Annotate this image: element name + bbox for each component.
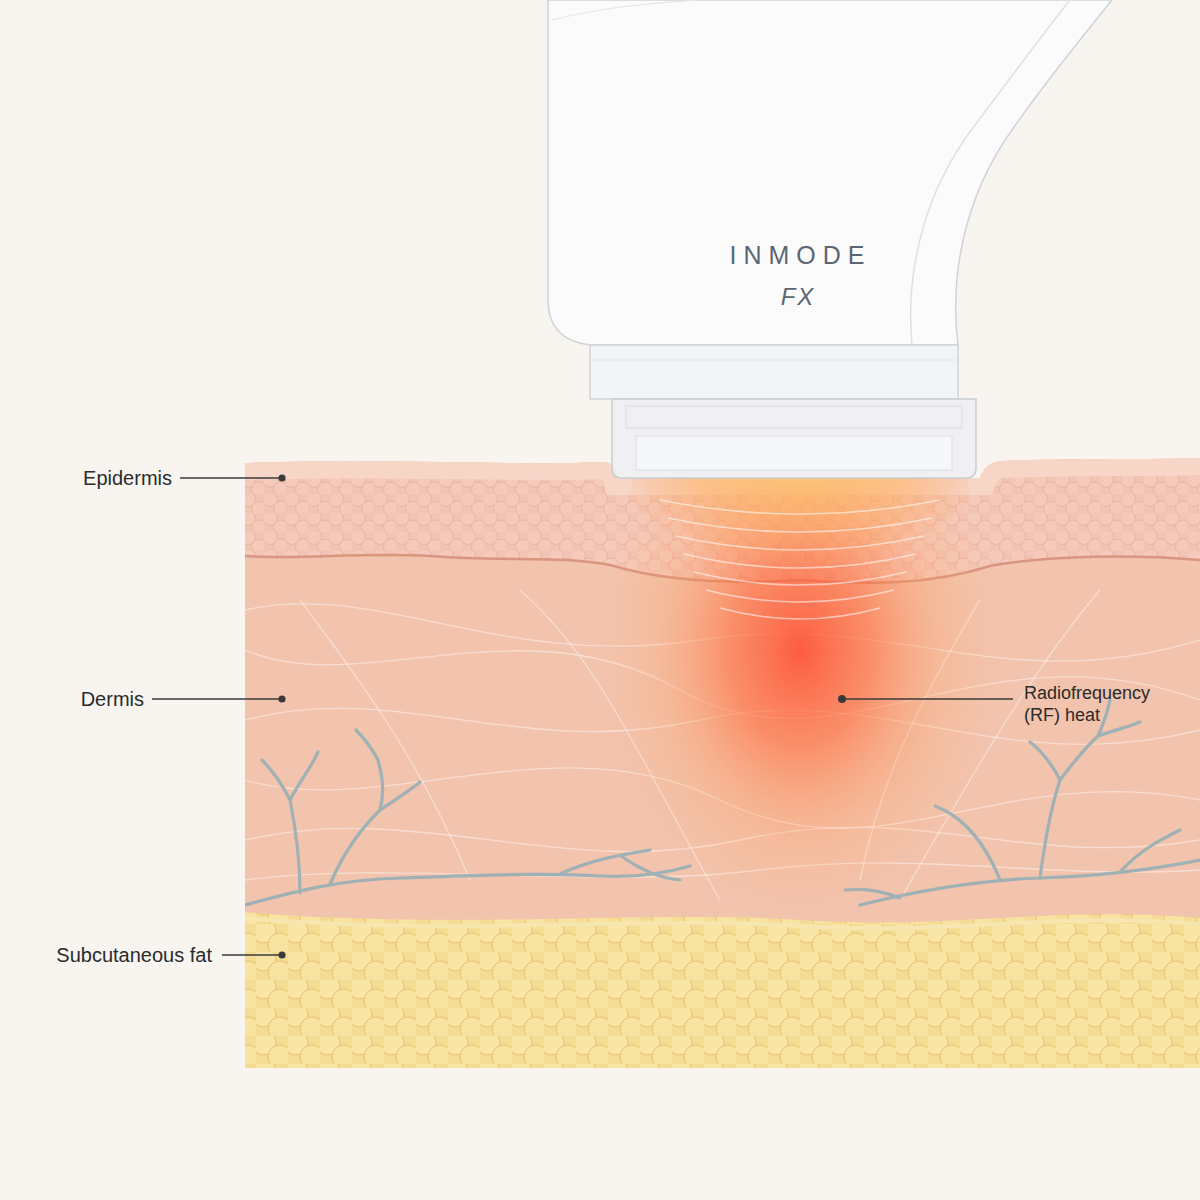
callout-label: Radiofrequency (RF) heat: [1024, 682, 1184, 727]
fat-boundary: [245, 918, 1200, 928]
leader-line: [842, 698, 1013, 699]
leader-dot: [278, 951, 285, 958]
leader-dots: [278, 474, 846, 958]
leader-dot: [278, 474, 285, 481]
device-label: INMODE: [723, 240, 872, 271]
leader-lines: [152, 478, 1013, 955]
handpiece: [548, 0, 1200, 478]
rf-heat-zone: [600, 380, 1000, 920]
leader-line: [152, 698, 282, 699]
device-label: FX: [723, 282, 872, 312]
leader-dot: [278, 695, 285, 702]
skin-section: [245, 380, 1200, 1080]
layer-label: Dermis: [81, 687, 144, 712]
leader-dot: [838, 695, 846, 703]
device-handpiece: INMODE FX: [715, 236, 880, 315]
leader-line: [222, 954, 282, 955]
rf-waves: [660, 500, 940, 619]
layer-label: Subcutaneous fat: [56, 943, 212, 968]
leader-line: [180, 477, 282, 478]
layer-label: Epidermis: [83, 466, 172, 491]
